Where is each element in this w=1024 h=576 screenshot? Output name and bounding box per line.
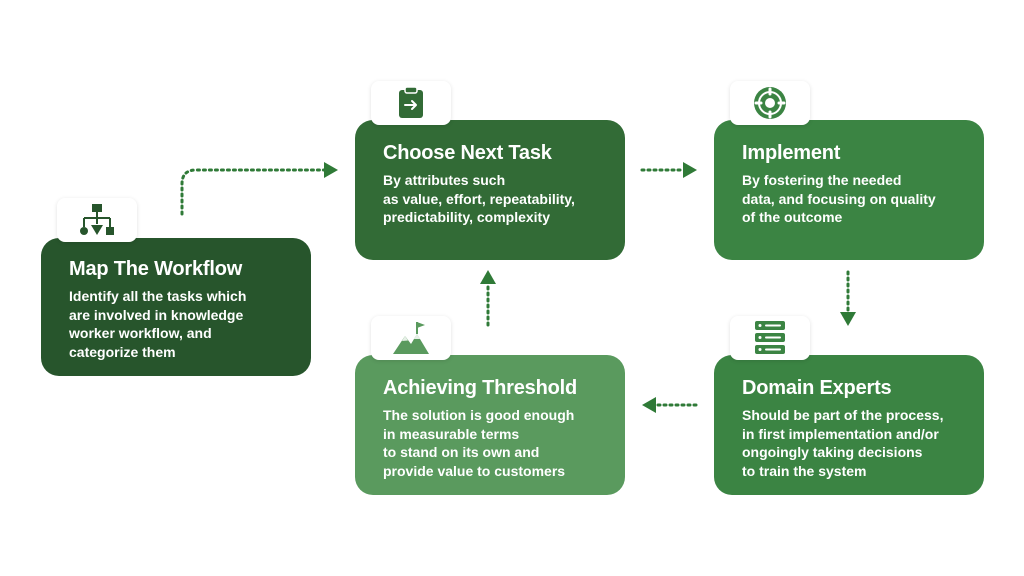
step-card-domain-experts: Domain Experts Should be part of the pro… (714, 355, 984, 495)
flowchart-icon (80, 204, 114, 235)
arrowhead-right-1 (324, 162, 338, 178)
arrowhead-left (642, 397, 656, 413)
target-gear-icon (754, 87, 786, 119)
mountain-flag-icon (393, 322, 429, 354)
step-title: Achieving Threshold (383, 377, 578, 399)
step-tab-map-workflow (57, 198, 137, 242)
step-tab-implement (730, 81, 810, 125)
step-title: Map The Workflow (69, 258, 243, 280)
step-title: Choose Next Task (383, 142, 552, 164)
step-title: Domain Experts (742, 377, 892, 399)
step-description: By attributes such as value, effort, rep… (383, 172, 575, 225)
step-tab-choose-next-task (371, 81, 451, 125)
arrowhead-down (840, 312, 856, 326)
step-card-choose-next-task: Choose Next Task By attributes such as v… (355, 120, 625, 260)
step-card-implement: Implement By fostering the needed data, … (714, 120, 984, 260)
step-card-map-workflow: Map The Workflow Identify all the tasks … (41, 238, 311, 376)
arrowhead-right-2 (683, 162, 697, 178)
connector-map-to-choose (180, 168, 328, 216)
step-description: The solution is good enough in measurabl… (383, 407, 575, 479)
server-stack-icon (755, 321, 785, 354)
step-tab-domain-experts (730, 316, 810, 360)
step-tab-achieving-threshold (371, 316, 451, 360)
clipboard-arrow-icon (399, 86, 423, 118)
step-description: By fostering the needed data, and focusi… (742, 172, 936, 225)
step-card-achieving-threshold: Achieving Threshold The solution is good… (355, 355, 625, 495)
arrowhead-up (480, 270, 496, 284)
step-title: Implement (742, 142, 841, 164)
step-description: Should be part of the process, in first … (742, 407, 944, 479)
step-description: Identify all the tasks which are involve… (69, 288, 247, 360)
